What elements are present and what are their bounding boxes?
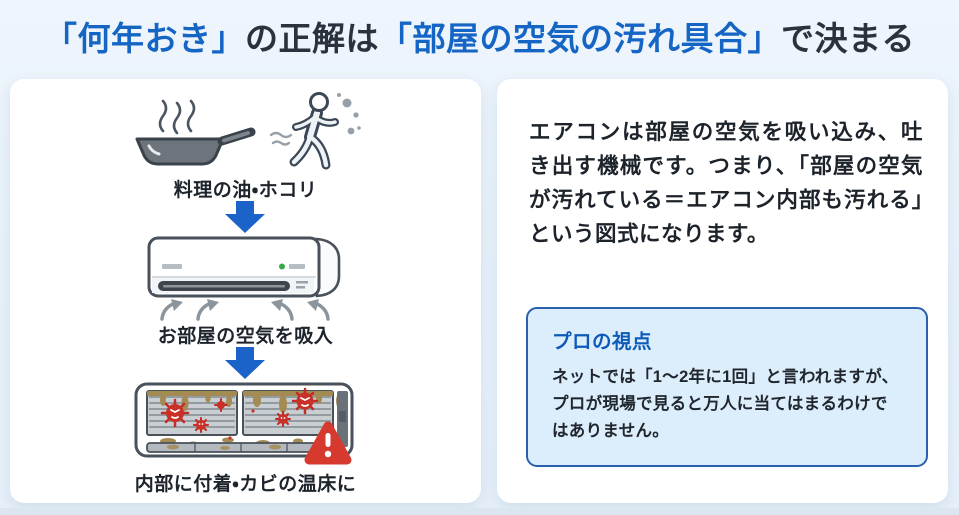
suction-arrows-icon <box>160 301 330 321</box>
down-arrow-icon <box>225 201 265 233</box>
dust-particles-icon <box>336 93 361 135</box>
flow-diagram-panel: 料理の油・ホコリ <box>10 79 481 503</box>
flow-step3-label: 内部に付着・カビの温床に <box>134 474 357 495</box>
power-indicator-light <box>279 263 285 270</box>
footer-strip <box>0 508 959 515</box>
title-part-3: 「部屋の空気の汚れ具合」 <box>379 20 781 57</box>
flow-step1-label: 料理の油・ホコリ <box>173 180 318 201</box>
air-conditioner-illustration <box>146 235 346 321</box>
flow-step2-label: お部屋の空気を吸入 <box>157 326 334 347</box>
title-part-1: 「何年おき」 <box>44 20 245 57</box>
frying-pan-icon <box>129 93 257 175</box>
title-part-4: で決まる <box>781 20 915 57</box>
mold-germ-icons <box>160 387 319 447</box>
dirty-ac-interior-illustration <box>133 381 358 471</box>
explanation-panel: エアコンは部屋の空気を吸い込み、吐き出す機械です。つまり、「部屋の空気が汚れてい… <box>497 79 948 503</box>
steam-icon <box>158 99 195 135</box>
odor-lines-icon <box>269 131 292 146</box>
title-part-2: の正解は <box>245 20 379 57</box>
pro-tip-box: プロの視点 ネットでは「1～2年に1回」と言われますが、プロが現場で見ると万人に… <box>526 307 928 467</box>
intro-paragraph: エアコンは部屋の空気を吸い込み、吐き出す機械です。つまり、「部屋の空気が汚れてい… <box>529 120 923 246</box>
pro-tip-title: プロの視点 <box>552 331 653 353</box>
dirt-sources-icon-row <box>10 91 481 175</box>
warning-triangle-icon <box>304 421 352 465</box>
page-title: 「何年おき」の正解は「部屋の空気の汚れ具合」で決まる <box>0 0 959 72</box>
walking-person-icon <box>267 91 363 175</box>
down-arrow-icon <box>225 347 265 379</box>
pro-tip-body: ネットでは「1～2年に1回」と言われますが、プロが現場で見ると万人に当てはまるわ… <box>552 368 899 440</box>
